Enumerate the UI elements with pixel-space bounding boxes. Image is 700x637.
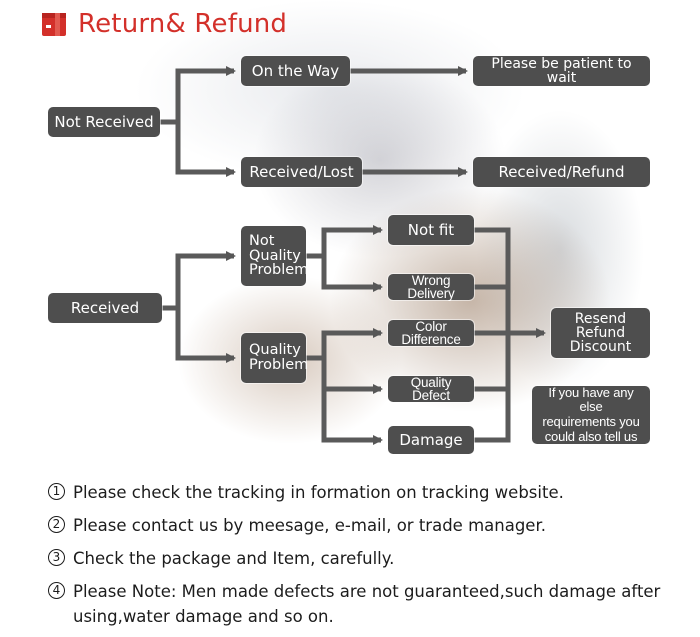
- be-patient-box: Please be patient to wait: [473, 56, 650, 86]
- color-difference-box: Color Difference: [388, 319, 474, 346]
- note-text: Please contact us by meesage, e-mail, or…: [73, 516, 546, 535]
- received-box: Received: [48, 293, 162, 323]
- note-item: 3 Check the package and Item, carefully.: [48, 546, 688, 571]
- flow-connectors: [160, 66, 546, 445]
- not-fit-box: Not fit: [388, 215, 474, 245]
- quality-problem-box: Quality Problem: [241, 333, 308, 383]
- note-item: 4 Please Note: Men made defects are not …: [48, 579, 688, 629]
- not-quality-problem-box: Not Quality Problem: [241, 226, 308, 286]
- not-received-box: Not Received: [48, 107, 160, 137]
- note-text: Please check the tracking in formation o…: [73, 483, 564, 502]
- header: Return& Refund: [40, 6, 287, 42]
- notes-list: 1 Please check the tracking in formation…: [48, 480, 688, 637]
- note-item: 2 Please contact us by meesage, e-mail, …: [48, 513, 688, 538]
- on-the-way-box: On the Way: [241, 56, 350, 86]
- received-lost-box: Received/Lost: [241, 157, 362, 187]
- note-item: 1 Please check the tracking in formation…: [48, 480, 688, 505]
- quality-defect-box: Quality Defect: [388, 375, 474, 402]
- page-title: Return& Refund: [78, 9, 288, 39]
- circled-number: 1: [48, 483, 65, 500]
- other-requirements-box: If you have any else requirements you co…: [532, 385, 650, 444]
- circled-number: 4: [48, 582, 65, 599]
- note-text: Check the package and Item, carefully.: [73, 549, 395, 568]
- damage-box: Damage: [388, 426, 474, 454]
- box-icon: [42, 13, 66, 36]
- note-text: Please Note: Men made defects are not gu…: [73, 582, 661, 626]
- wrong-delivery-box: Wrong Delivery: [388, 273, 474, 300]
- resend-refund-discount-box: Resend Refund Discount: [551, 308, 650, 358]
- received-refund-box: Received/Refund: [473, 157, 650, 187]
- circled-number: 3: [48, 549, 65, 566]
- circled-number: 2: [48, 516, 65, 533]
